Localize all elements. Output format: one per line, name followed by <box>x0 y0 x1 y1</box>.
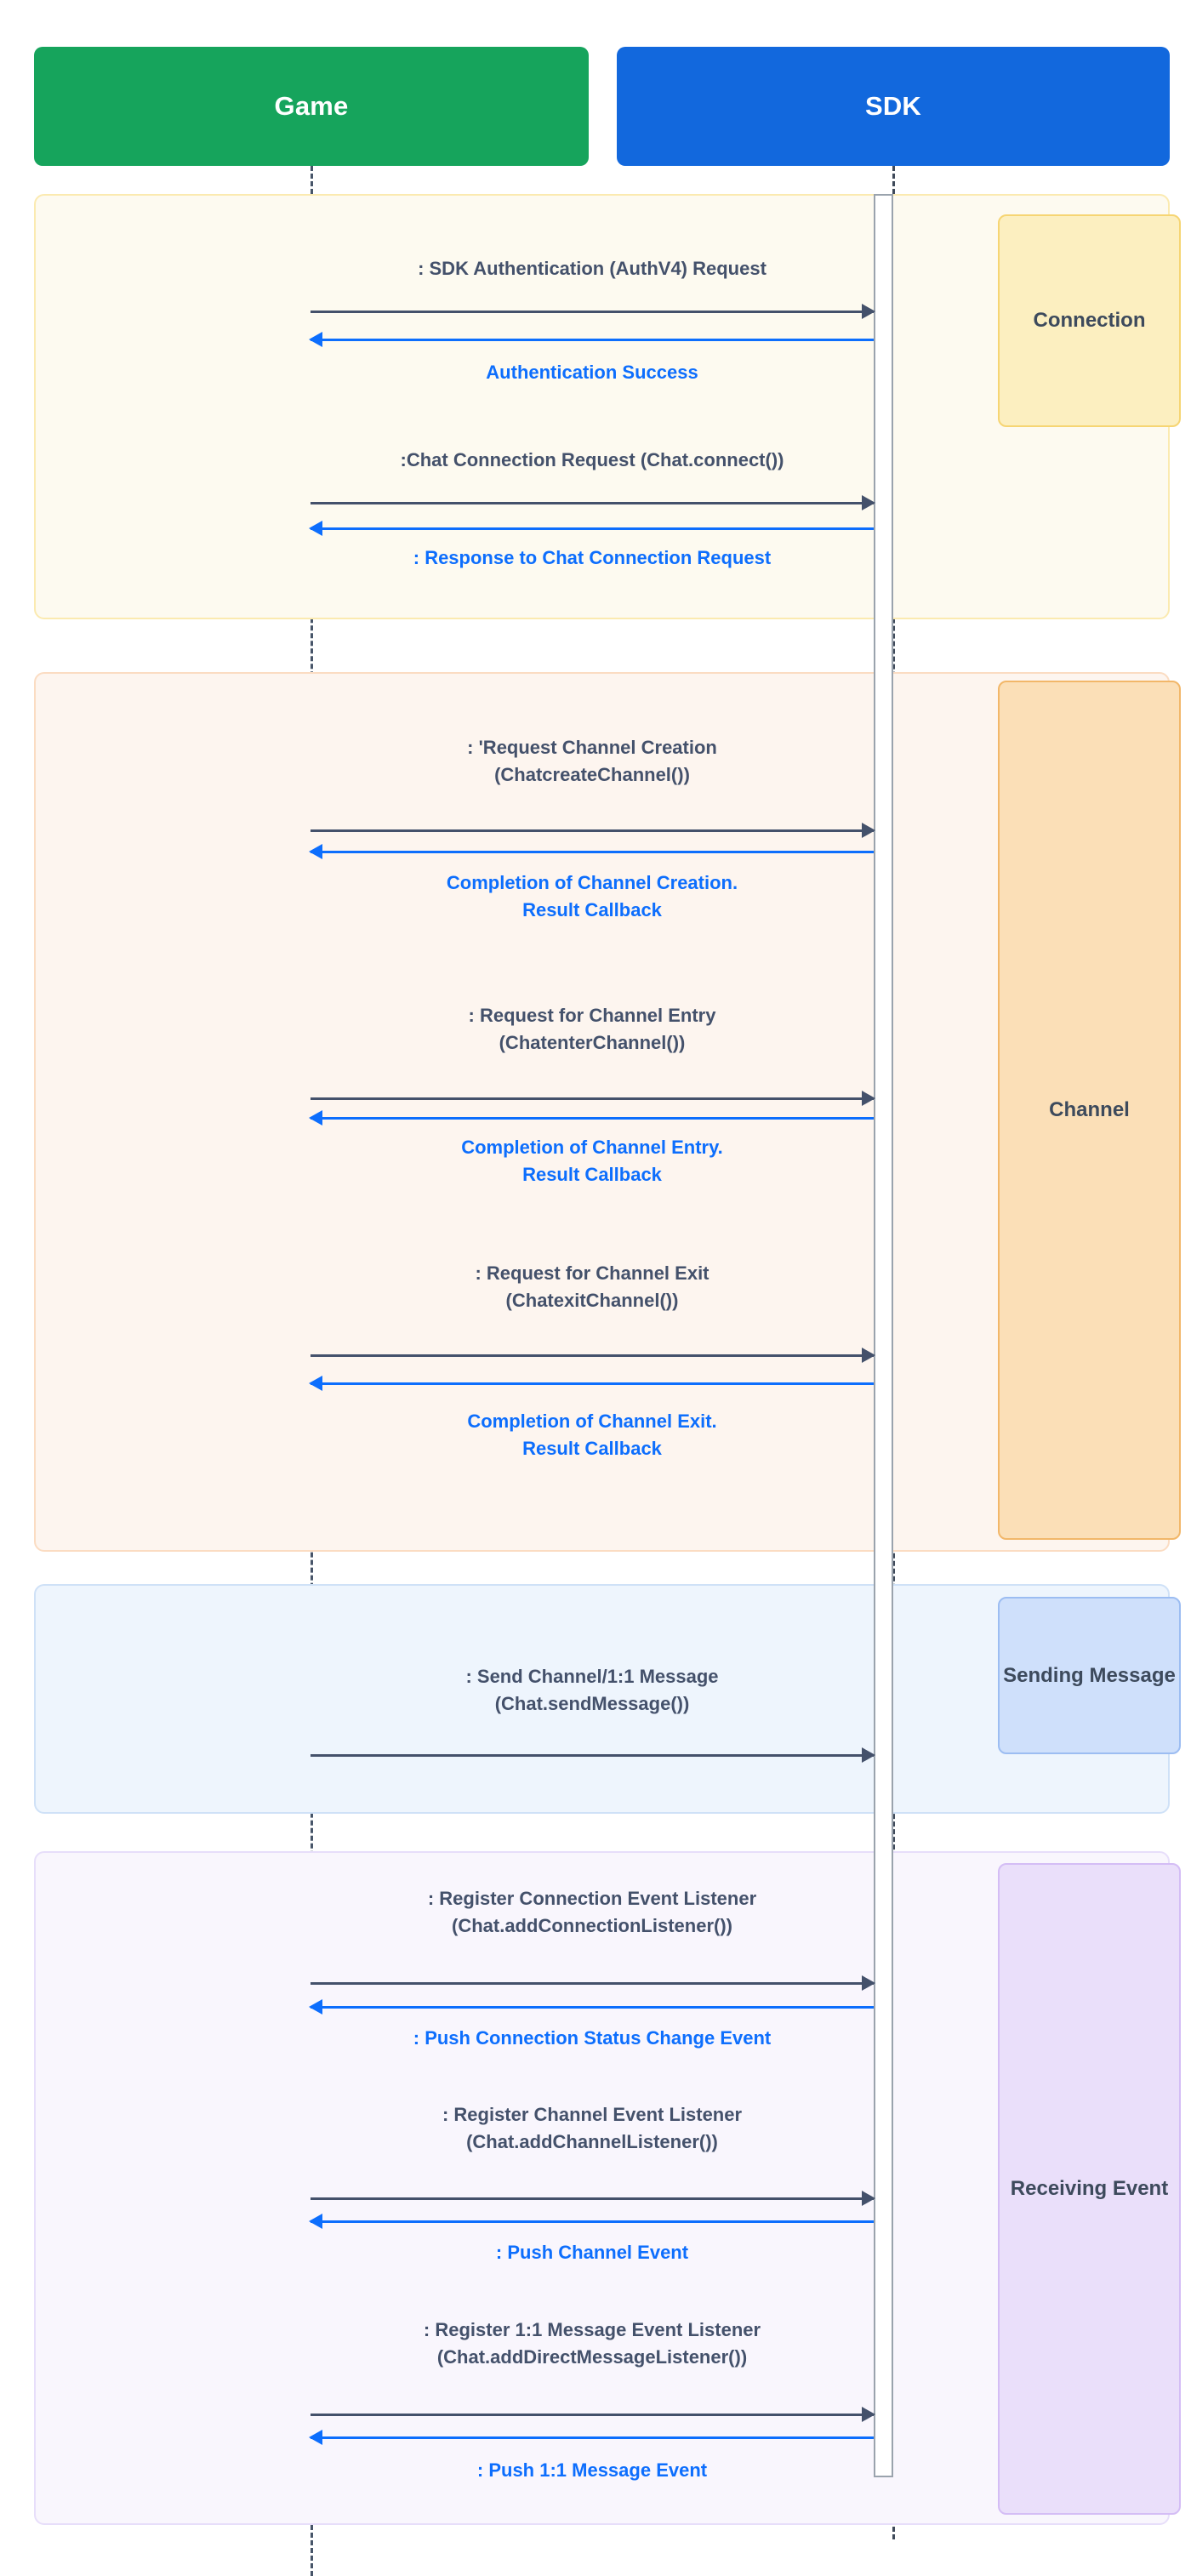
arrow-shaft <box>311 527 874 530</box>
arrowhead-right-icon <box>862 1348 875 1363</box>
arrow-shaft <box>311 2436 874 2439</box>
arrow-shaft <box>311 2414 874 2416</box>
arrowhead-right-icon <box>862 2191 875 2206</box>
participant-sdk-label: SDK <box>864 91 922 121</box>
arrowhead-right-icon <box>862 1747 875 1763</box>
arrowhead-left-icon <box>309 332 322 347</box>
arrowhead-left-icon <box>309 1110 322 1126</box>
arrowhead-left-icon <box>309 844 322 859</box>
section-label-receiving[interactable]: Receiving Event <box>998 1863 1181 2515</box>
arrowhead-right-icon <box>862 1091 875 1106</box>
arrow-shaft <box>311 502 874 504</box>
section-block-channel <box>34 672 1170 1552</box>
arrow-shaft <box>311 1754 874 1757</box>
arrowhead-left-icon <box>309 1376 322 1391</box>
participant-game-label: Game <box>274 91 349 121</box>
section-block-receiving <box>34 1851 1170 2525</box>
arrowhead-right-icon <box>862 823 875 838</box>
arrowhead-left-icon <box>309 1999 322 2015</box>
arrow-shaft <box>311 851 874 853</box>
arrow-shaft <box>311 1382 874 1385</box>
section-label-text: Receiving Event <box>1010 2177 1169 2200</box>
activation-bar-sdk-0 <box>874 194 893 2477</box>
arrowhead-left-icon <box>309 2430 322 2445</box>
arrow-shaft <box>311 1982 874 1985</box>
arrowhead-left-icon <box>309 2214 322 2229</box>
arrow-shaft <box>311 2197 874 2200</box>
participant-game[interactable]: Game <box>34 47 589 166</box>
section-block-connection <box>34 194 1170 619</box>
section-label-text: Channel <box>1049 1098 1130 1121</box>
arrow-shaft <box>311 339 874 341</box>
section-label-connection[interactable]: Connection <box>998 214 1181 427</box>
arrow-shaft <box>311 2006 874 2009</box>
arrow-shaft <box>311 311 874 313</box>
section-label-channel[interactable]: Channel <box>998 681 1181 1540</box>
arrow-shaft <box>311 1097 874 1100</box>
arrowhead-right-icon <box>862 304 875 319</box>
arrow-shaft <box>311 2220 874 2223</box>
arrow-shaft <box>311 829 874 832</box>
arrowhead-left-icon <box>309 521 322 536</box>
section-label-text: Sending Message <box>1003 1663 1176 1687</box>
section-block-sending <box>34 1584 1170 1814</box>
arrowhead-right-icon <box>862 2407 875 2422</box>
section-label-sending[interactable]: Sending Message <box>998 1597 1181 1754</box>
arrowhead-right-icon <box>862 495 875 510</box>
arrowhead-right-icon <box>862 1975 875 1991</box>
arrow-shaft <box>311 1117 874 1120</box>
section-label-text: Connection <box>1033 309 1146 332</box>
participant-sdk[interactable]: SDK <box>617 47 1170 166</box>
arrow-shaft <box>311 1354 874 1357</box>
